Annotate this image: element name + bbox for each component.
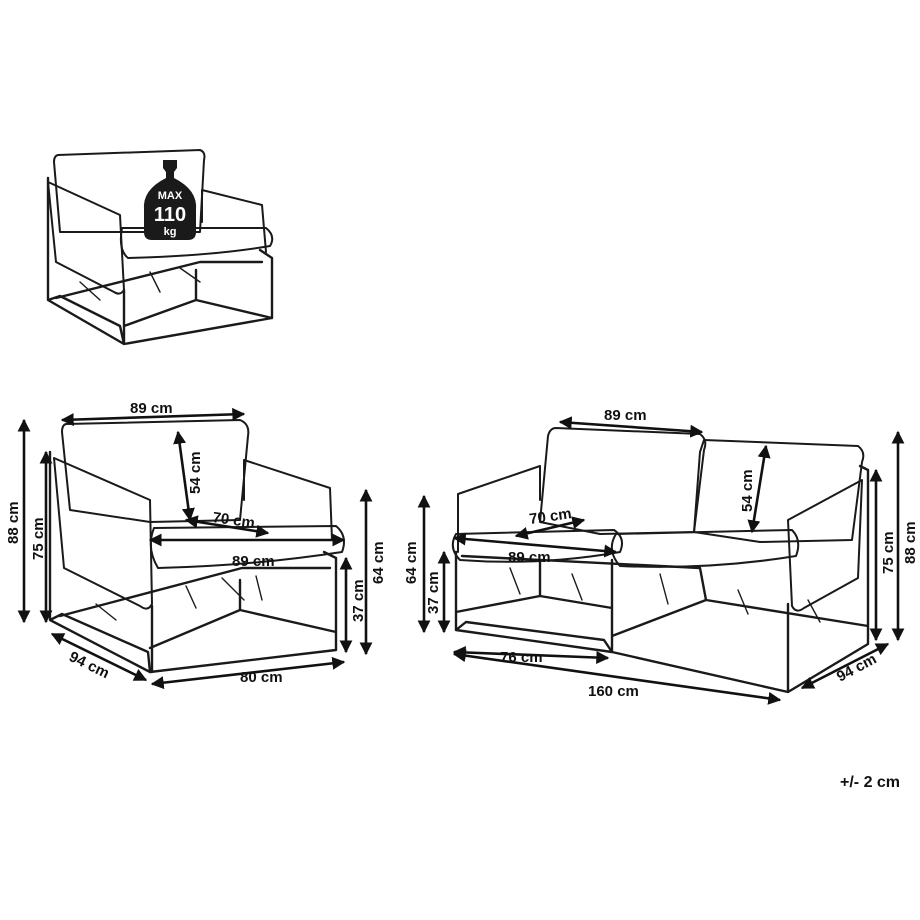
dim-label-seat-height: 37 cm (350, 579, 367, 622)
sofa-right-arm (787, 479, 863, 612)
preview-frame-stretchers (79, 267, 201, 301)
dim-arrow-sofa-seat-width (452, 532, 618, 558)
dim-arrow-sofa-depth (800, 642, 890, 690)
weight-max-label: MAX (158, 190, 183, 202)
armchair-right-arm (243, 459, 333, 541)
dim-label-seat-width: 89 cm (232, 553, 275, 570)
weight-value: 110 (154, 204, 186, 226)
dim-label-sofa-arm-height: 64 cm (403, 541, 420, 584)
dim-label-sofa-width: 160 cm (588, 683, 639, 700)
sofa-seat-cushion-right (610, 529, 800, 568)
dim-label-back-top-height: 75 cm (30, 517, 47, 560)
dim-label-sofa-seat-depth: 70 cm (528, 505, 572, 528)
sofa-back-cushion-right (693, 439, 865, 543)
dim-arrow-seat-depth (184, 515, 270, 538)
preview-seat-cushion (119, 227, 274, 259)
tolerance-note: +/- 2 cm (840, 774, 900, 791)
sofa-frame (454, 464, 870, 694)
dim-label-sofa-back-top-height: 75 cm (880, 531, 897, 574)
armchair-left-arm (53, 457, 153, 610)
preview-left-arm (47, 181, 125, 295)
sofa-frame-stretchers (509, 567, 821, 623)
dim-label-sofa-seat-height: 37 cm (425, 571, 442, 614)
armchair-preview: MAX 110 kg (46, 149, 274, 346)
dim-label-back-width: 89 cm (130, 400, 173, 417)
dim-arrow-sofa-back-width (558, 416, 704, 438)
dim-arrow-depth (50, 632, 148, 682)
dim-arrow-sofa-width (452, 649, 782, 705)
weight-unit: kg (164, 226, 177, 238)
dim-label-width: 80 cm (240, 669, 283, 686)
dim-label-arm-height: 64 cm (370, 541, 387, 584)
kettlebell-icon (143, 160, 197, 240)
preview-right-arm (201, 189, 267, 253)
dim-label-sofa-back-width: 89 cm (604, 407, 647, 424)
dim-label-back-height: 54 cm (187, 451, 204, 494)
dim-arrow-back-width (60, 407, 246, 427)
dim-label-total-height: 88 cm (5, 501, 22, 544)
preview-back-cushion (53, 149, 206, 233)
armchair-drawing: 89 cm 54 cm 70 cm 89 cm 64 cm 37 cm 88 c… (5, 400, 387, 690)
dim-label-sofa-depth: 94 cm (834, 651, 880, 686)
dim-arrow-back-height (173, 430, 195, 522)
armchair-frame-stretchers (95, 575, 263, 621)
armchair-back-cushion (61, 419, 250, 523)
max-weight-badge: MAX 110 kg (143, 160, 197, 240)
dim-label-sofa-seat-width: 89 cm (508, 549, 551, 566)
preview-frame (46, 176, 274, 346)
dim-arrow-sofa-back-height (747, 444, 771, 534)
dim-label-seat-depth: 70 cm (211, 509, 255, 532)
dim-arrow-width (150, 656, 346, 690)
dim-label-sofa-total-height: 88 cm (902, 521, 919, 564)
sofa-drawing: 89 cm 54 cm 70 cm 89 cm 64 cm 37 cm 75 c… (403, 407, 919, 705)
dim-label-sofa-back-height: 54 cm (739, 469, 756, 512)
